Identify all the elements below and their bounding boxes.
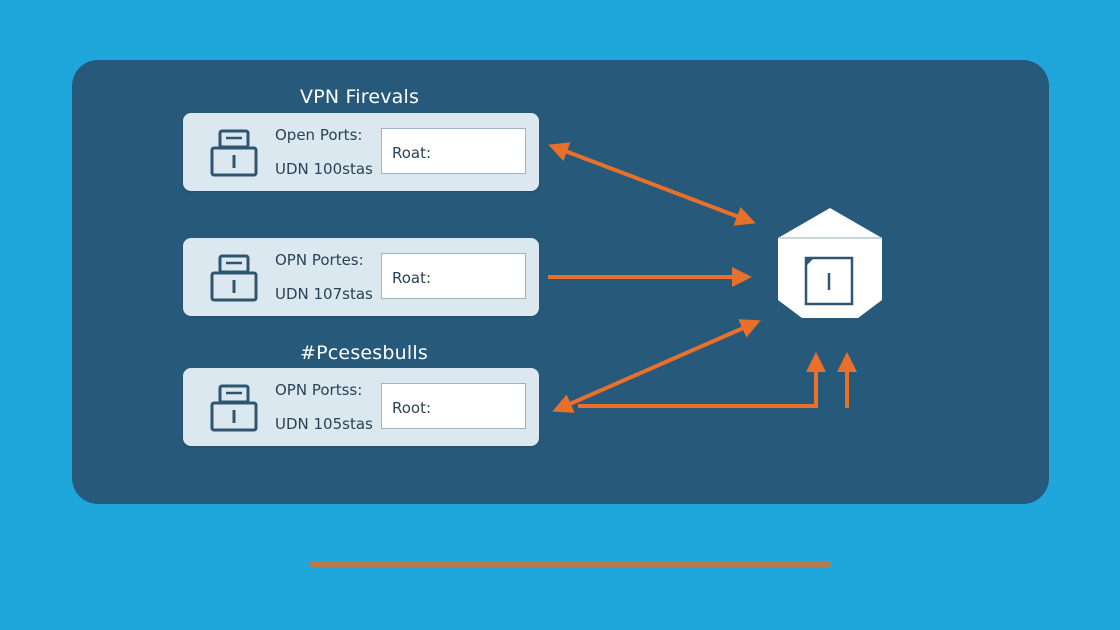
- lock-icon: [210, 384, 258, 432]
- bottom-divider: [309, 561, 831, 567]
- route-field[interactable]: Roat:: [381, 128, 526, 174]
- route-field[interactable]: Root:: [381, 383, 526, 429]
- firewall-card-2: OPN Portes: UDN 107stas Roat:: [183, 238, 539, 316]
- udp-status-label: UDN 100stas: [275, 160, 373, 178]
- firewall-card-1: Open Ports: UDN 100stas Roat:: [183, 113, 539, 191]
- open-ports-label: OPN Portss:: [275, 381, 363, 399]
- lock-icon: [210, 129, 258, 177]
- title-processes: #Pcesesbulls: [300, 342, 428, 364]
- udp-status-label: UDN 107stas: [275, 285, 373, 303]
- open-ports-label: Open Ports:: [275, 126, 363, 144]
- route-field[interactable]: Roat:: [381, 253, 526, 299]
- open-ports-label: OPN Portes:: [275, 251, 364, 269]
- firewall-card-3: OPN Portss: UDN 105stas Root:: [183, 368, 539, 446]
- lock-icon: [210, 254, 258, 302]
- udp-status-label: UDN 105stas: [275, 415, 373, 433]
- title-vpn-firewalls: VPN Firevals: [300, 86, 420, 108]
